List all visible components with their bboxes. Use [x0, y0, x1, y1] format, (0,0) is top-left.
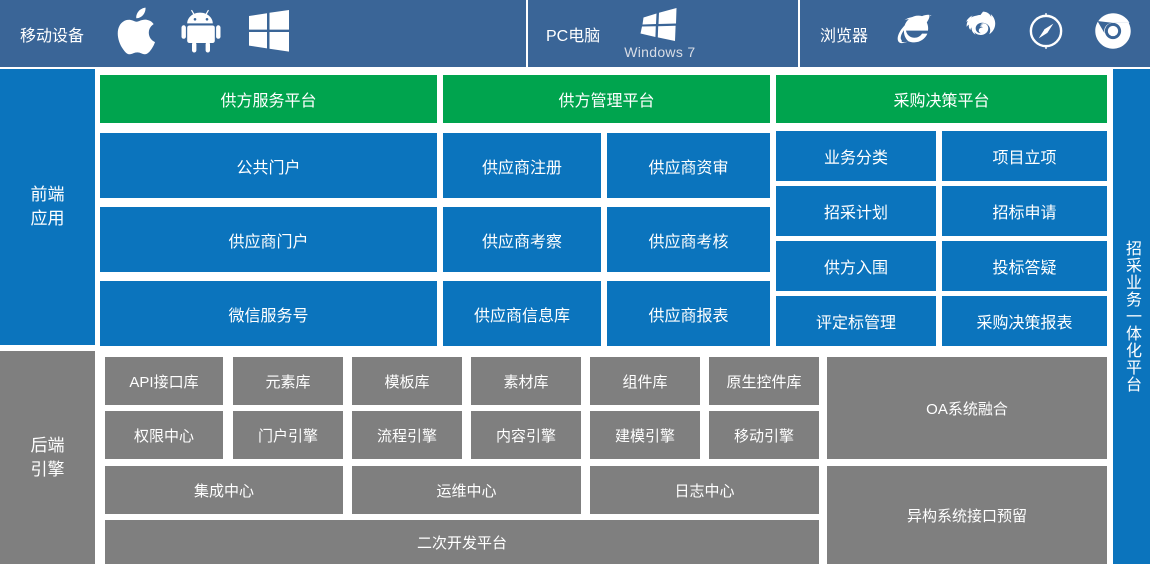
tile-template-library[interactable]: 模板库: [352, 357, 462, 405]
tile-project-initiation[interactable]: 项目立项: [942, 131, 1107, 181]
tile-oa-system-integration[interactable]: OA系统融合: [827, 357, 1107, 459]
browser-icon-row: [890, 0, 1136, 67]
tile-secondary-development-platform[interactable]: 二次开发平台: [105, 520, 819, 564]
platform-support-bar: 移动设备: [0, 0, 1150, 67]
pc-os-icon-row: Windows 7: [624, 0, 695, 67]
tile-bid-clarification[interactable]: 投标答疑: [942, 241, 1107, 291]
platform-header-supplier-management[interactable]: 供方管理平台: [443, 75, 770, 123]
mobile-devices-label: 移动设备: [20, 27, 85, 45]
tile-procurement-decision-report[interactable]: 采购决策报表: [942, 296, 1107, 346]
tile-supplier-information-database[interactable]: 供应商信息库: [443, 281, 601, 346]
windows7-icon: Windows 7: [624, 8, 695, 59]
tile-log-center[interactable]: 日志中心: [590, 466, 819, 514]
mobile-os-icon-row: [114, 0, 292, 67]
tile-integration-center[interactable]: 集成中心: [105, 466, 343, 514]
chrome-icon: [1090, 8, 1136, 59]
tile-mobile-engine[interactable]: 移动引擎: [709, 411, 819, 459]
tile-element-library[interactable]: 元素库: [233, 357, 343, 405]
platform-header-supplier-service[interactable]: 供方服务平台: [100, 75, 437, 123]
apple-icon: [114, 7, 156, 60]
tile-operations-center[interactable]: 运维中心: [352, 466, 581, 514]
pc-computers-label: PC电脑: [546, 27, 601, 45]
frontend-rail: 前端应用: [0, 69, 95, 345]
platform-rail-label: 招采业务一体化平台: [1123, 240, 1140, 393]
tile-wechat-service-account[interactable]: 微信服务号: [100, 281, 437, 346]
tile-supplier-registration[interactable]: 供应商注册: [443, 133, 601, 198]
internet-explorer-icon: [890, 8, 936, 59]
frontend-rail-label: 前端应用: [30, 185, 65, 228]
tile-api-library[interactable]: API接口库: [105, 357, 223, 405]
platform-rail: 招采业务一体化平台: [1113, 69, 1150, 564]
tile-supplier-shortlist[interactable]: 供方入围: [776, 241, 936, 291]
browsers-segment: 浏览器: [800, 0, 1150, 67]
pc-computers-segment: PC电脑 Windows 7: [528, 0, 798, 67]
android-icon: [180, 7, 222, 60]
windows-icon: [246, 8, 292, 59]
tile-heterogeneous-system-interface[interactable]: 异构系统接口预留: [827, 466, 1107, 564]
tile-bidding-application[interactable]: 招标申请: [942, 186, 1107, 236]
tile-procurement-plan[interactable]: 招采计划: [776, 186, 936, 236]
tile-supplier-portal[interactable]: 供应商门户: [100, 207, 437, 272]
tile-component-library[interactable]: 组件库: [590, 357, 700, 405]
backend-rail: 后端引擎: [0, 351, 95, 564]
tile-material-library[interactable]: 素材库: [471, 357, 581, 405]
backend-rail-label: 后端引擎: [30, 435, 65, 479]
tile-bid-evaluation-management[interactable]: 评定标管理: [776, 296, 936, 346]
tile-supplier-inspection[interactable]: 供应商考察: [443, 207, 601, 272]
tile-supplier-assessment[interactable]: 供应商考核: [607, 207, 770, 272]
safari-icon: [1024, 8, 1068, 59]
tile-permission-center[interactable]: 权限中心: [105, 411, 223, 459]
firefox-icon: [958, 8, 1002, 59]
tile-workflow-engine[interactable]: 流程引擎: [352, 411, 462, 459]
tile-content-engine[interactable]: 内容引擎: [471, 411, 581, 459]
tile-native-control-library[interactable]: 原生控件库: [709, 357, 819, 405]
tile-business-classification[interactable]: 业务分类: [776, 131, 936, 181]
tile-modeling-engine[interactable]: 建模引擎: [590, 411, 700, 459]
tile-public-portal[interactable]: 公共门户: [100, 133, 437, 198]
browsers-label: 浏览器: [820, 27, 869, 45]
tile-portal-engine[interactable]: 门户引擎: [233, 411, 343, 459]
platform-header-procurement-decision[interactable]: 采购决策平台: [776, 75, 1107, 123]
tile-supplier-report[interactable]: 供应商报表: [607, 281, 770, 346]
tile-supplier-qualification-review[interactable]: 供应商资审: [607, 133, 770, 198]
mobile-devices-segment: 移动设备: [0, 0, 526, 67]
windows7-caption: Windows 7: [624, 44, 696, 60]
